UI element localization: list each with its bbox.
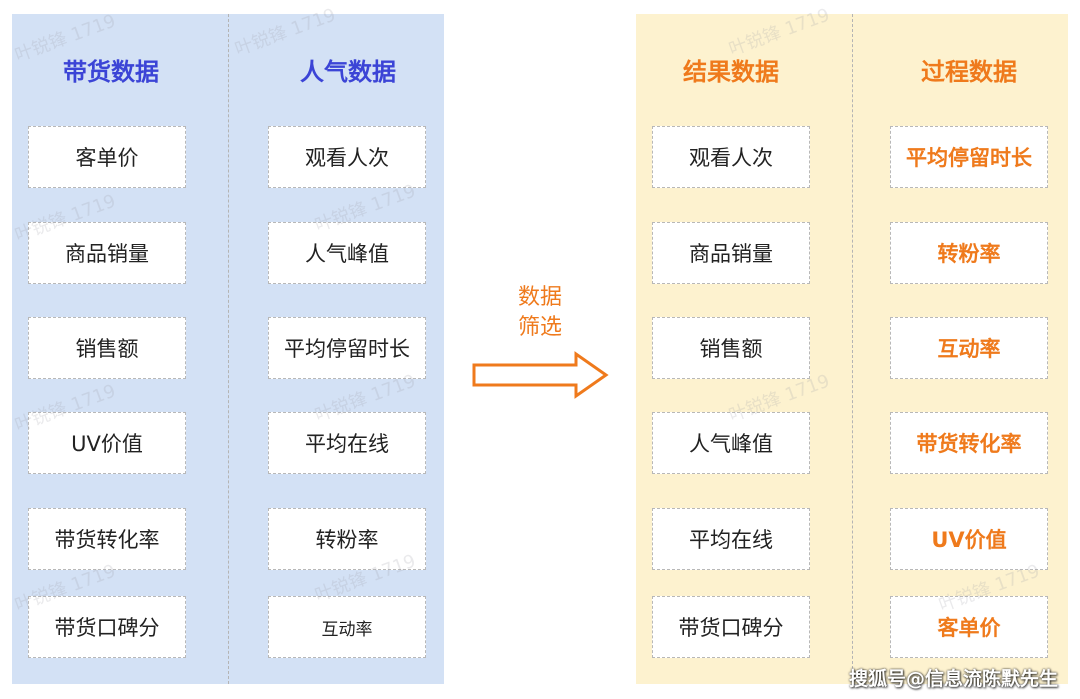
- metric-box: 观看人次: [268, 126, 426, 188]
- metric-box-highlight: 客单价: [890, 596, 1048, 658]
- source-credit: 搜狐号@信息流陈默先生: [848, 668, 1058, 690]
- left-panel: 带货数据 人气数据 客单价 商品销量 销售额 UV价值 带货转化率 带货口碑分 …: [12, 4, 444, 684]
- metric-box-highlight: 平均停留时长: [890, 126, 1048, 188]
- arrow-label-line2: 筛选: [517, 315, 562, 340]
- metric-box: 转粉率: [268, 508, 426, 570]
- metric-box: 人气峰值: [268, 222, 426, 284]
- metric-box: 观看人次: [652, 126, 810, 188]
- metric-box-highlight: 带货转化率: [890, 412, 1048, 474]
- metric-box: 销售额: [28, 317, 186, 379]
- right-panel: 结果数据 过程数据 观看人次 商品销量 销售额 人气峰值 平均在线 带货口碑分 …: [636, 4, 1068, 684]
- metric-box: 平均在线: [652, 508, 810, 570]
- watermark: 叶锐锋 1719: [232, 4, 339, 61]
- metric-box: UV价值: [28, 412, 186, 474]
- metric-box: 带货转化率: [28, 508, 186, 570]
- metric-box-highlight: UV价值: [890, 508, 1048, 570]
- metric-box-highlight: 互动率: [890, 317, 1048, 379]
- metric-box: 人气峰值: [652, 412, 810, 474]
- column-title-popularity-data: 人气数据: [300, 58, 396, 86]
- metric-box: 平均停留时长: [268, 317, 426, 379]
- metric-box: 客单价: [28, 126, 186, 188]
- metric-box: 带货口碑分: [652, 596, 810, 658]
- column-title-process-data: 过程数据: [921, 58, 1017, 86]
- right-arrow-icon: [472, 351, 609, 399]
- arrow-label-line1: 数据: [517, 285, 562, 310]
- metric-box: 平均在线: [268, 412, 426, 474]
- right-panel-divider: [852, 14, 853, 684]
- metric-box: 商品销量: [652, 222, 810, 284]
- metric-box: 商品销量: [28, 222, 186, 284]
- left-panel-divider: [228, 14, 229, 684]
- metric-box-highlight: 转粉率: [890, 222, 1048, 284]
- arrow-label: 数据 筛选: [500, 283, 580, 343]
- column-title-sales-data: 带货数据: [63, 58, 159, 86]
- watermark: 叶锐锋 1719: [726, 4, 833, 61]
- column-title-result-data: 结果数据: [683, 58, 779, 86]
- metric-box: 互动率: [268, 596, 426, 658]
- metric-box: 带货口碑分: [28, 596, 186, 658]
- metric-box: 销售额: [652, 317, 810, 379]
